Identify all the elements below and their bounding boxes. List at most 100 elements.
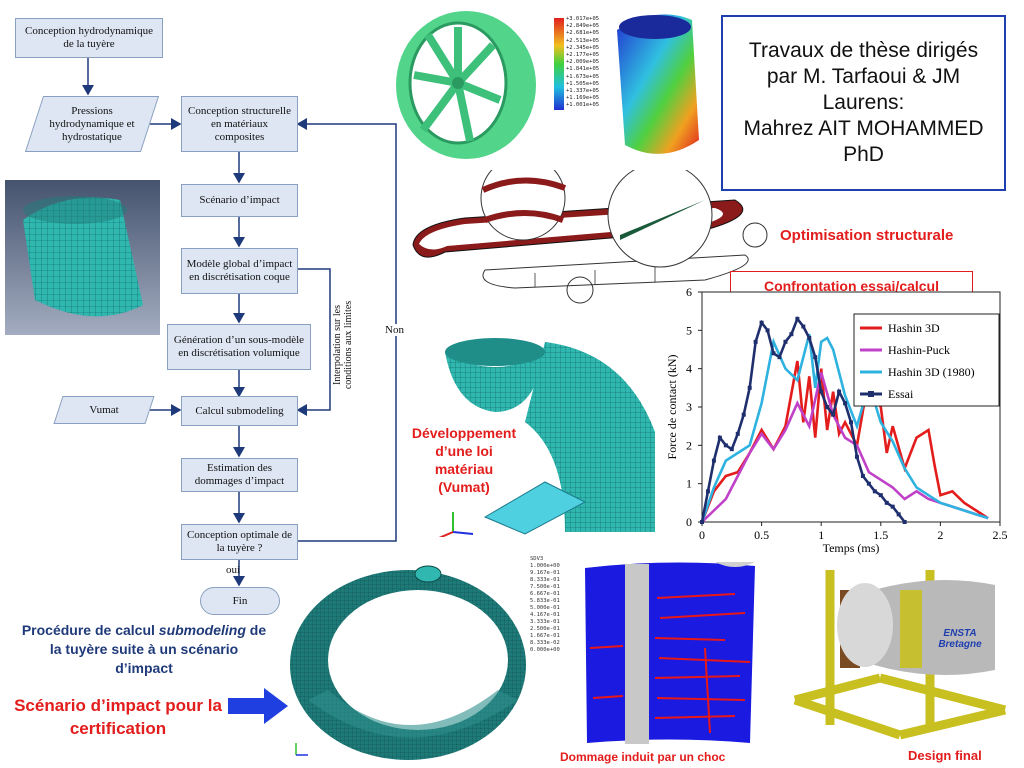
deformation-ring-image [617, 14, 699, 154]
flow-step-structural: Conception structurelle en matériaux com… [181, 96, 298, 152]
essai-point [872, 489, 877, 494]
essai-point [878, 493, 883, 498]
sdv-label: 0.000e+00 [530, 647, 560, 653]
legend-marker [868, 391, 874, 397]
y-tick-label: 6 [686, 285, 692, 299]
essai-point [890, 504, 895, 509]
x-tick-label: 1.5 [873, 528, 888, 542]
sdv-label: 5.000e-01 [530, 605, 560, 611]
caption-line: la tuyère suite à un scénario [49, 641, 239, 657]
essai-point [860, 474, 865, 478]
essai-point [837, 389, 842, 394]
series-line-0 [700, 360, 989, 523]
essai-point [705, 489, 710, 494]
caption-scenario: Scénario d’impact pour la certification [8, 694, 228, 740]
y-tick-label: 1 [686, 477, 692, 491]
legend-label: Hashin 3D [888, 321, 940, 335]
colorbar-label: +1.169e+05 [566, 95, 600, 102]
essai-point [831, 412, 836, 417]
final-design-image [793, 570, 1007, 740]
colorbar-label: +3.017e+05 [566, 16, 600, 22]
x-axis-label: Temps (ms) [823, 541, 880, 555]
essai-point [819, 389, 824, 394]
essai-point [825, 405, 830, 409]
essai-point [902, 520, 907, 524]
colorbar-gradient [554, 18, 564, 110]
sdv-label: 7.500e-01 [530, 584, 560, 590]
ensta-logo-text: ENSTA Bretagne [925, 628, 995, 650]
essai-point [771, 351, 776, 356]
legend-label: Hashin 3D (1980) [888, 365, 975, 379]
sdv-label: 6.667e-01 [530, 591, 560, 597]
sdv-label: 1.000e+00 [530, 563, 560, 569]
legend-label: Hashin-Puck [888, 343, 950, 357]
flow-step-hydrodynamic: Conception hydrodynamique de la tuyère [15, 18, 163, 58]
essai-point [723, 443, 728, 448]
essai-point [759, 320, 764, 325]
flow-step-optimal-design: Conception optimale de la tuyère ? [181, 524, 298, 560]
structural-section-image [412, 170, 768, 304]
turbine-pressure-image [396, 11, 536, 159]
flow-input-pressures: Pressions hydrodynamique et hydrostatiqu… [24, 96, 160, 152]
sdv-label: 3.333e-01 [530, 619, 560, 625]
thesis-line: Mahrez AIT MOHAMMED [743, 117, 984, 140]
y-tick-label: 3 [686, 400, 692, 414]
flow-step-label: Calcul submodeling [195, 404, 284, 417]
damage-image [585, 562, 755, 744]
shell-mesh-image [5, 180, 160, 335]
colorbar-label: +1.505e+05 [566, 80, 600, 87]
sdv-label: 2.500e-01 [530, 626, 560, 632]
sdv-title: SDV3 [530, 556, 544, 562]
flow-step-global-model: Modèle global d’impact en discrétisation… [181, 248, 298, 294]
impactor-mesh-image [438, 338, 655, 537]
sdv-label: 8.333e-01 [530, 577, 560, 583]
sdv-label: 5.833e-01 [530, 598, 560, 604]
caption-line: certification [69, 719, 167, 738]
colorbar-label: +2.345e+05 [566, 44, 600, 51]
y-tick-label: 4 [686, 362, 692, 376]
essai-point [747, 385, 752, 390]
caption-line: d’impact [115, 660, 173, 676]
thesis-line: Travaux de thèse dirigés [748, 39, 979, 62]
caption-part: Procédure de calcul [21, 622, 159, 638]
flow-interpolation-label: Interpolation sur les conditions aux lim… [332, 300, 354, 390]
flow-interpolation-label-wrap: Interpolation sur les conditions aux lim… [332, 286, 354, 404]
colorbar-label: +1.001e+05 [566, 102, 600, 109]
caption-line: Développement [411, 425, 517, 441]
flow-input-label: Vumat [89, 403, 119, 416]
y-tick-label: 2 [686, 438, 692, 452]
sdv-label: 1.667e-01 [530, 633, 560, 639]
essai-point [854, 454, 859, 459]
caption-line: (Vumat) [438, 479, 490, 495]
thesis-line: PhD [843, 143, 884, 166]
essai-point [813, 355, 818, 360]
caption-part: de [245, 622, 267, 638]
essai-point [801, 324, 806, 329]
flow-step-label: Conception structurelle en matériaux com… [188, 104, 291, 143]
flow-step-label: Fin [232, 594, 248, 607]
essai-point [777, 355, 782, 360]
caption-procedure: Procédure de calcul submodeling de la tu… [10, 621, 278, 678]
essai-point [765, 328, 770, 333]
essai-point [700, 520, 704, 524]
flow-step-label: Modèle global d’impact en discrétisation… [186, 258, 293, 283]
flow-step-label: Conception optimale de la tuyère ? [186, 529, 293, 554]
sdv-label: 4.167e-01 [530, 612, 560, 618]
essai-point [843, 401, 848, 406]
colorbar-label: +2.177e+05 [566, 52, 600, 59]
caption-part-italic: submodeling [158, 622, 246, 638]
colorbar-label: +2.513e+05 [566, 37, 600, 44]
y-tick-label: 5 [686, 323, 692, 337]
x-tick-label: 2.5 [993, 528, 1008, 542]
essai-point [711, 458, 716, 463]
flow-step-submodel: Génération d’un sous-modèle en discrétis… [167, 324, 311, 370]
caption-line: matériau [434, 461, 494, 477]
flow-oui-label: oui [226, 564, 241, 576]
flow-step-label: Scénario d’impact [199, 194, 280, 206]
caption-optimisation: Optimisation structurale [780, 227, 954, 244]
x-tick-label: 2 [937, 528, 943, 542]
x-tick-label: 0 [699, 528, 705, 542]
x-tick-label: 1 [818, 528, 824, 542]
flow-input-vumat: Vumat [53, 396, 155, 424]
